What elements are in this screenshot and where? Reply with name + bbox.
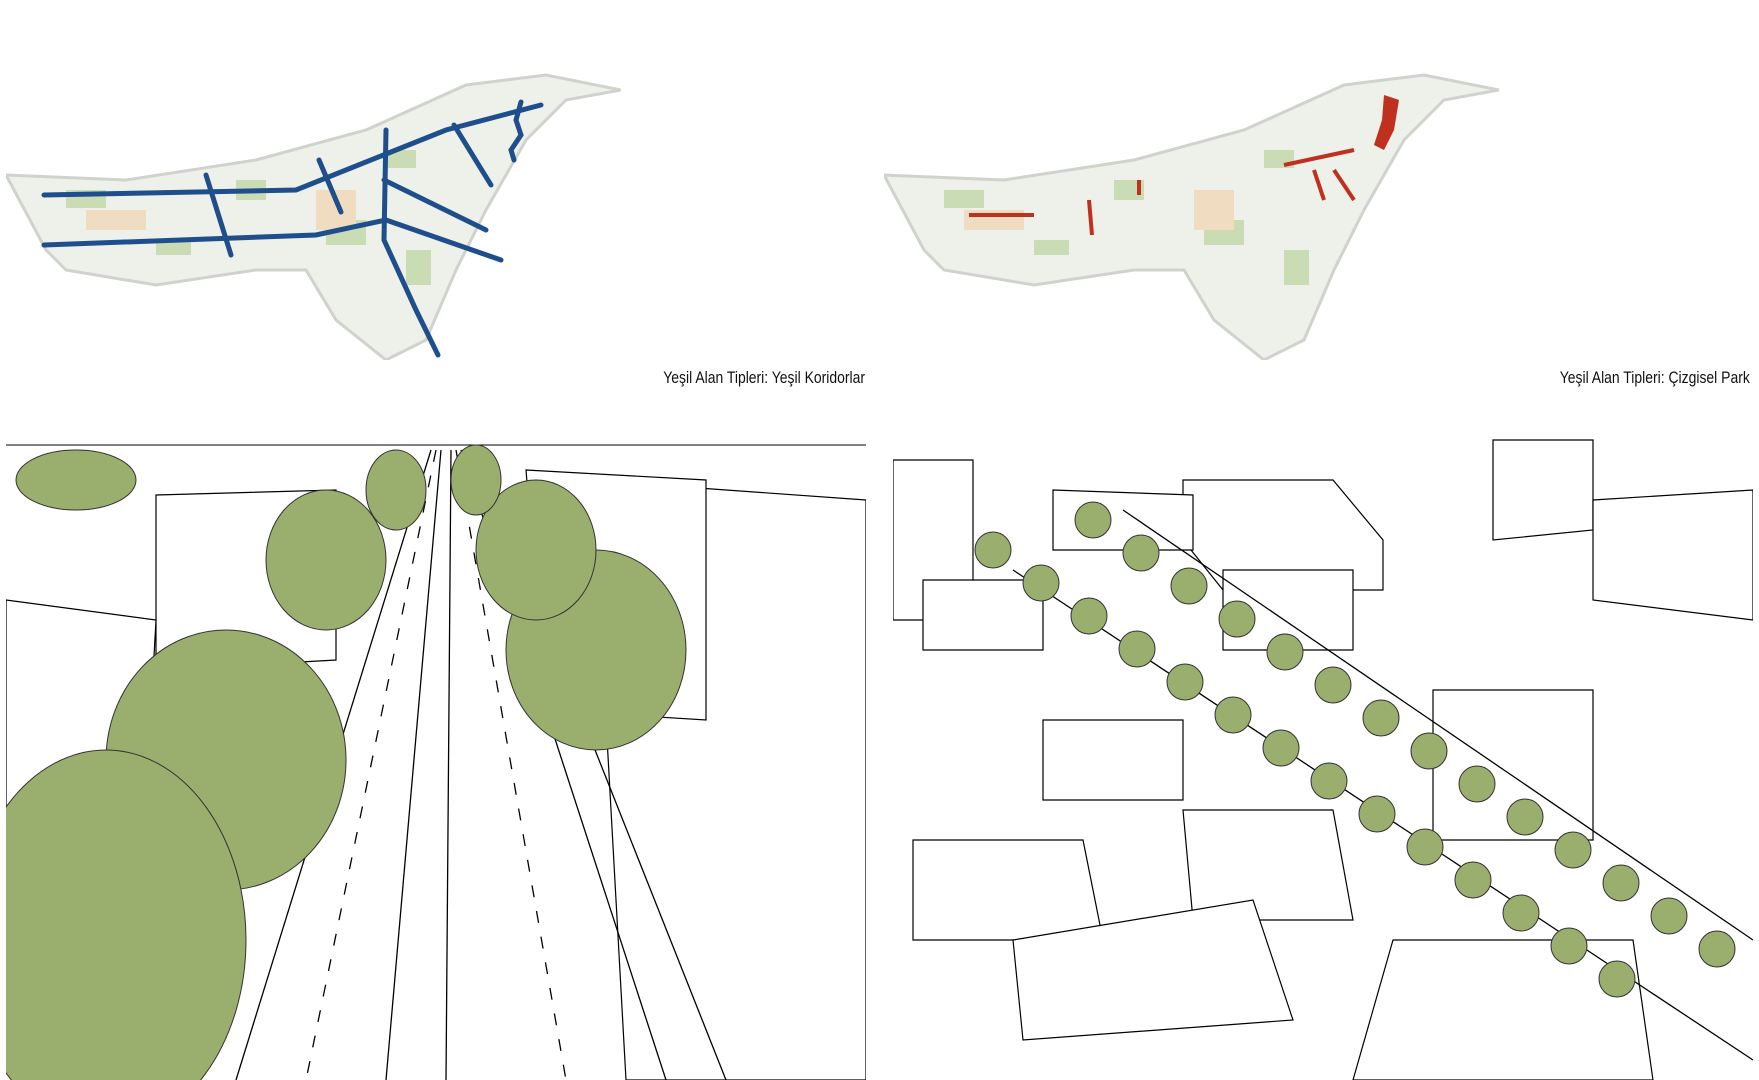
green-corridor-lines xyxy=(41,99,544,358)
tree xyxy=(1506,798,1544,836)
tree xyxy=(1362,699,1400,737)
tree xyxy=(1310,762,1348,800)
tree xyxy=(1022,564,1060,602)
tree xyxy=(1598,960,1636,998)
tree xyxy=(1266,633,1304,671)
linear-park-map xyxy=(884,40,1499,360)
tree xyxy=(1262,729,1300,767)
tree xyxy=(1698,930,1736,968)
street-trees xyxy=(6,444,687,1080)
tree xyxy=(1074,501,1112,539)
tree xyxy=(974,531,1012,569)
green-corridors-map xyxy=(6,40,621,360)
green-corridor-street-render xyxy=(6,420,866,1080)
tree xyxy=(1406,828,1444,866)
tree xyxy=(1314,666,1352,704)
linear-park-axonometric-render xyxy=(893,420,1753,1080)
linear-park-block xyxy=(1374,95,1399,150)
caption-green-corridors: Yeşil Alan Tipleri: Yeşil Koridorlar xyxy=(663,368,865,387)
tree xyxy=(1410,732,1448,770)
caption-linear-park: Yeşil Alan Tipleri: Çizgisel Park xyxy=(1559,368,1750,387)
tree xyxy=(1602,864,1640,902)
tree xyxy=(1454,861,1492,899)
tree xyxy=(1554,831,1592,869)
tree xyxy=(1502,894,1540,932)
tree xyxy=(1214,696,1252,734)
tree xyxy=(1118,630,1156,668)
tree xyxy=(1070,597,1108,635)
tree xyxy=(1166,663,1204,701)
tree xyxy=(1550,927,1588,965)
tree xyxy=(1218,600,1256,638)
linear-park-trees xyxy=(974,501,1736,998)
tree xyxy=(1650,897,1688,935)
tree xyxy=(1170,567,1208,605)
linear-park-lines xyxy=(969,148,1356,236)
tree xyxy=(1358,795,1396,833)
tree xyxy=(1122,534,1160,572)
tree xyxy=(1458,765,1496,803)
